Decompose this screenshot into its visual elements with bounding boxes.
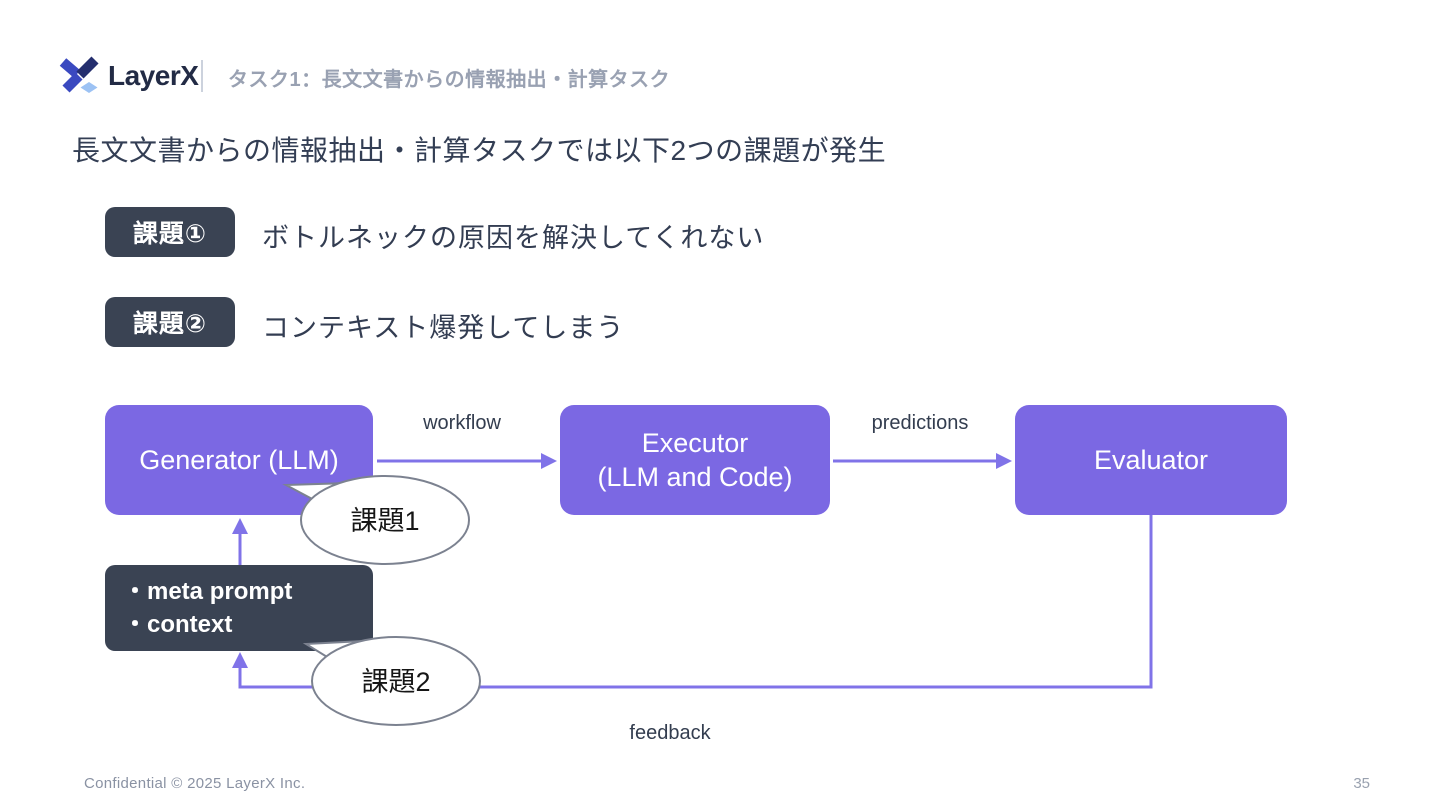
layerx-logo-text: LayerX: [108, 60, 199, 91]
page-number: 35: [1353, 775, 1370, 792]
executor-label-line2: (LLM and Code): [597, 462, 793, 492]
page-title: 長文文書からの情報抽出・計算タスクでは以下2つの課題が発生: [72, 135, 887, 166]
issue-2-bubble-label: 課題2: [361, 667, 430, 697]
input-box-line-context: ・context: [123, 611, 233, 638]
issue-2-badge: 課題②: [105, 297, 235, 347]
header-title: タスク1：長文文書からの情報抽出・計算タスク: [228, 69, 671, 91]
generator-node: Generator (LLM): [105, 405, 373, 515]
issue-1-text: ボトルネックの原因を解決してくれない: [262, 223, 765, 253]
layerx-logo: LayerX: [58, 56, 199, 96]
issue-1-badge: 課題①: [105, 207, 235, 257]
issue-2-text: コンテキスト爆発してしまう: [262, 313, 625, 343]
input-box-line-meta-prompt: ・meta prompt: [123, 578, 293, 605]
executor-label-line1: Executor: [641, 428, 749, 458]
feedback-arrow: [232, 515, 1153, 689]
layerx-logo-icon: [59, 56, 99, 93]
evaluator-label: Evaluator: [1093, 445, 1209, 475]
workflow-edge-label: workflow: [423, 412, 501, 434]
generator-input-box: ・meta prompt ・context: [105, 565, 373, 651]
executor-node: Executor (LLM and Code): [560, 405, 830, 515]
header-divider: [201, 60, 203, 92]
generator-label: Generator (LLM): [139, 445, 339, 475]
confidential-note: Confidential © 2025 LayerX Inc.: [84, 775, 306, 792]
predictions-edge-label: predictions: [871, 412, 969, 434]
evaluator-node: Evaluator: [1015, 405, 1287, 515]
feedback-edge-label: feedback: [629, 722, 711, 744]
